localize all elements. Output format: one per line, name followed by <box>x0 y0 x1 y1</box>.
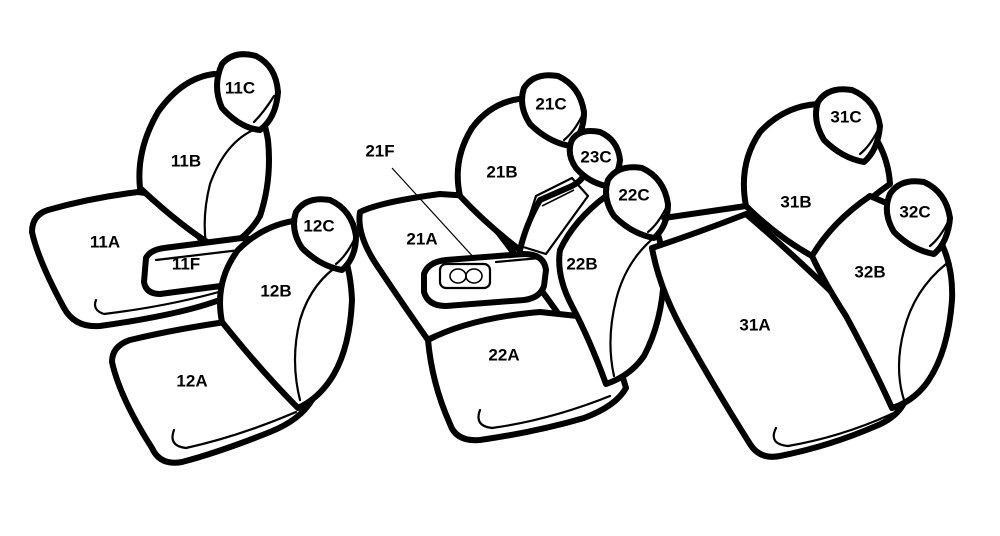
label-22b: 22B <box>566 254 597 273</box>
seat-12 <box>109 196 359 466</box>
label-22a: 22A <box>488 345 519 364</box>
label-32c: 32C <box>899 202 930 221</box>
label-11a: 11A <box>90 232 120 251</box>
part-labels: 11C 11B 11A 11F 12C 12B 12A 21F 21C 23C … <box>90 78 931 390</box>
label-12b: 12B <box>260 281 291 300</box>
label-23c: 23C <box>580 147 611 166</box>
label-21f: 21F <box>365 141 394 160</box>
label-11b: 11B <box>171 151 201 170</box>
label-22c: 22C <box>618 185 649 204</box>
cupholder-icon <box>438 262 492 290</box>
leader-line-21f <box>391 167 477 261</box>
label-31b: 31B <box>780 192 811 211</box>
part-31a-cushion <box>649 211 909 460</box>
part-center-slot <box>518 176 590 256</box>
part-12c-headrest <box>291 196 359 273</box>
label-11f: 11F <box>172 254 200 273</box>
part-21f-armrest <box>421 251 549 309</box>
seat-row-3 <box>649 86 956 460</box>
seat-row-2 <box>356 72 671 444</box>
label-31a: 31A <box>739 315 770 334</box>
label-31c: 31C <box>830 107 861 126</box>
label-21b: 21B <box>486 162 517 181</box>
part-32c-headrest <box>883 178 953 257</box>
label-21c: 21C <box>535 94 566 113</box>
label-12c: 12C <box>303 216 334 235</box>
part-22c-headrest <box>603 164 671 241</box>
label-32b: 32B <box>854 262 885 281</box>
label-12a: 12A <box>176 371 207 390</box>
part-12b-backrest <box>217 217 355 411</box>
label-21a: 21A <box>406 229 437 248</box>
part-31c-headrest <box>813 86 883 165</box>
label-11c: 11C <box>225 78 255 97</box>
bench-connector <box>661 203 749 221</box>
